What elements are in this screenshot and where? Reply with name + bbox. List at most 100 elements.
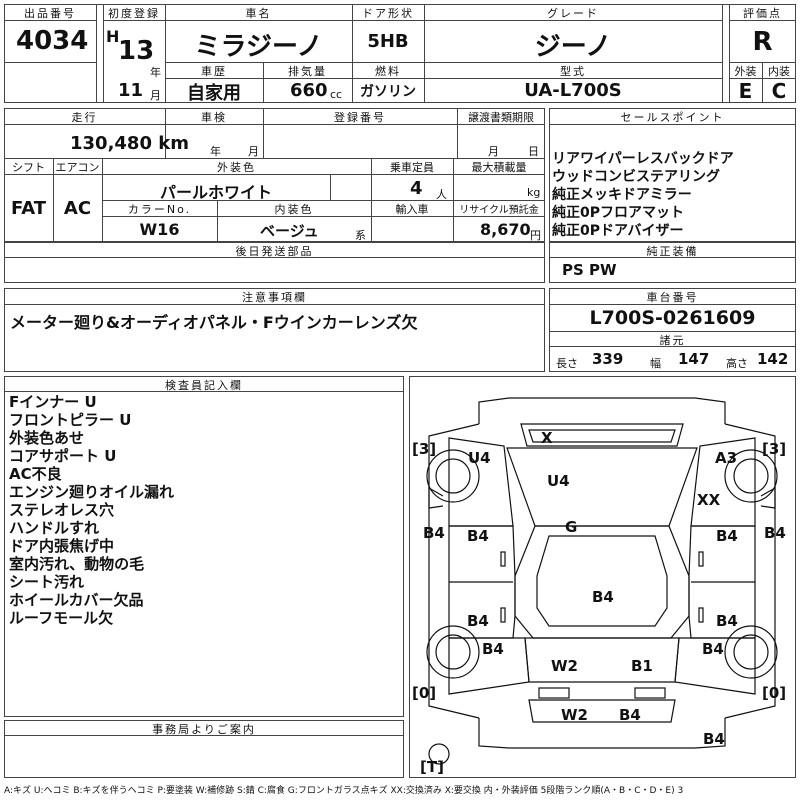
- mileage: 130,480 km: [70, 133, 189, 154]
- width-label: 幅: [650, 357, 661, 370]
- damage-mark: B4: [764, 524, 786, 542]
- car-diagram-panel: [409, 376, 796, 778]
- ac: AC: [63, 198, 92, 219]
- transfer-label: 譲渡書類期限: [468, 111, 534, 124]
- genuine-equipment-label: 純正装備: [646, 245, 699, 258]
- header-panel: [4, 4, 796, 103]
- list-item: 純正メッキドアミラー: [552, 187, 692, 203]
- list-item: ホイールカバー欠品: [9, 591, 144, 609]
- damage-mark: U4: [468, 449, 491, 467]
- score-label: 評価点: [743, 7, 782, 20]
- fuel-label: 燃料: [375, 65, 401, 78]
- height-label: 高さ: [726, 357, 748, 370]
- sales-point-label: セールスポイント: [620, 111, 725, 124]
- reg-year: 13: [118, 36, 155, 66]
- displacement: 660: [290, 80, 328, 101]
- transfer-month-unit: 月: [488, 145, 499, 158]
- model-code: UA-L700S: [524, 80, 622, 101]
- car-diagram: [426, 397, 778, 765]
- damage-mark: B4: [716, 527, 738, 545]
- score: R: [752, 27, 773, 57]
- damage-mark: B4: [703, 730, 725, 748]
- recycle-unit: 円: [530, 229, 541, 242]
- mileage-label: 走行: [71, 111, 98, 124]
- list-item: エンジン廻りオイル漏れ: [9, 483, 175, 501]
- sales-point-list: リアワイパーレスバックドア ウッドコンビステアリング 純正メッキドアミラー 純正…: [552, 150, 734, 240]
- tire-label: [T]: [420, 758, 444, 776]
- inspection-month-unit: 月: [248, 145, 259, 158]
- office-label: 事務局よりご案内: [152, 723, 256, 736]
- notes-label: 注意事項欄: [242, 291, 307, 304]
- damage-mark: B4: [467, 527, 489, 545]
- grade: ジーノ: [534, 32, 612, 62]
- notes-text: メーター廻り&オーディオパネル・Fウインカーレンズ欠: [10, 313, 418, 332]
- rear-left-count: [0]: [412, 684, 437, 702]
- car-name-label: 車名: [245, 7, 272, 20]
- fuel: ガソリン: [360, 84, 416, 100]
- recycle-label: リサイクル預託金: [459, 205, 539, 216]
- lot-label: 出品番号: [24, 7, 76, 20]
- reg-month: 11: [118, 80, 144, 101]
- office-panel: [4, 720, 404, 778]
- capacity: 4: [410, 178, 423, 199]
- damage-mark: W2: [551, 657, 578, 675]
- list-item: 外装色あせ: [9, 429, 85, 447]
- shift: FAT: [10, 198, 47, 219]
- damage-mark: B4: [619, 706, 641, 724]
- interior-color-unit: 系: [355, 229, 366, 242]
- door-type: 5HB: [367, 31, 409, 52]
- list-item: AC不良: [9, 465, 62, 483]
- inspection-label: 車検: [201, 111, 227, 124]
- model-label: 型式: [560, 65, 586, 78]
- car-name: ミラジーノ: [194, 32, 323, 62]
- import-label: 輸入車: [395, 203, 429, 216]
- transfer-day-unit: 日: [528, 145, 539, 158]
- grade-label: グレード: [547, 7, 599, 20]
- capacity-label: 乗車定員: [390, 161, 434, 174]
- legend: A:キズ U:ヘコミ B:キズを伴うヘコミ P:要塗装 W:補修跡 S:錆 C:…: [4, 786, 684, 796]
- later-parts-label: 後日発送部品: [235, 245, 314, 258]
- list-item: ドア内張焦げ中: [9, 537, 115, 555]
- era: H: [106, 27, 120, 46]
- length: 339: [592, 350, 624, 368]
- height: 142: [757, 350, 789, 368]
- list-item: 純正0Pドアバイザー: [552, 223, 684, 239]
- list-item: Fインナー U: [9, 393, 97, 411]
- genuine-equipment: PS PW: [562, 261, 617, 279]
- interior-label: 内装: [768, 65, 790, 78]
- chassis-label: 車台番号: [646, 291, 699, 304]
- interior-color: ベージュ: [260, 222, 319, 240]
- inspector-list: Fインナー U フロントピラー U 外装色あせ コアサポート U AC不良 エン…: [9, 393, 174, 627]
- damage-mark: B4: [467, 612, 489, 630]
- inspector-label: 検査員記入欄: [165, 379, 243, 392]
- door-label: ドア形状: [362, 7, 414, 20]
- notes-panel: [4, 288, 545, 372]
- displacement-label: 排気量: [288, 65, 327, 78]
- list-item: ステレオレス穴: [9, 501, 115, 519]
- inspection-year-unit: 年: [210, 145, 221, 158]
- damage-mark: B4: [716, 612, 738, 630]
- shift-label: シフト: [12, 161, 45, 174]
- reg-no-label: 登録番号: [334, 111, 386, 124]
- damage-mark: B4: [482, 640, 504, 658]
- damage-mark: G: [565, 518, 578, 536]
- damage-mark: X: [541, 429, 553, 447]
- damage-mark: W2: [561, 706, 588, 724]
- exterior-label: 外装: [734, 65, 757, 78]
- inspector-panel: [4, 376, 404, 717]
- damage-mark: B4: [592, 588, 614, 606]
- length-label: 長さ: [556, 357, 578, 370]
- damage-mark: XX: [697, 491, 721, 509]
- sales-point-panel: [549, 108, 796, 242]
- front-left-count: [3]: [412, 440, 437, 458]
- chassis-number: L700S-0261609: [589, 307, 756, 329]
- list-item: リアワイパーレスバックドア: [552, 151, 734, 167]
- damage-mark: B4: [423, 524, 445, 542]
- first-reg-label: 初度登録: [108, 7, 160, 20]
- exterior-color: パールホワイト: [159, 183, 272, 202]
- list-item: ルーフモール欠: [9, 609, 114, 627]
- list-item: シート汚れ: [9, 573, 85, 591]
- damage-mark: B4: [702, 640, 724, 658]
- interior-grade: C: [771, 79, 787, 103]
- history: 自家用: [187, 83, 241, 104]
